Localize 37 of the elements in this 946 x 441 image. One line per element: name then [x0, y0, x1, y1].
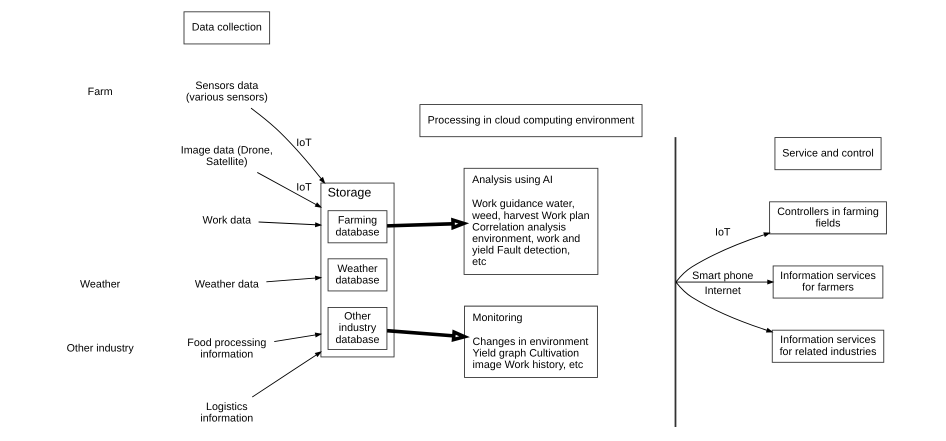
label: Weather	[80, 278, 120, 290]
node-text: Food processing information	[187, 336, 266, 361]
arrow	[676, 232, 771, 282]
node-box: Analysis using AI Work guidance water, weed, harvest Work plan Correlation analysis environment, work and yield Fault detection, etc	[464, 168, 598, 275]
node-bar	[674, 137, 676, 427]
arrow	[266, 276, 322, 282]
arrow	[676, 282, 774, 333]
edge-label: IoT	[296, 137, 312, 150]
node-box: Information services for farmers	[772, 266, 884, 299]
arrow	[256, 172, 322, 208]
node-box: Other industry database	[328, 307, 388, 350]
node-text: Logistics information	[200, 401, 254, 425]
arrow	[274, 332, 322, 342]
node-box: Service and control	[774, 137, 882, 170]
edge-label: IoT	[296, 182, 312, 194]
edge-label: IoT	[715, 226, 730, 238]
node-box: Monitoring Changes in environment Yield graph Cultivation image Work history, etc	[464, 306, 598, 378]
node-box: Controllers in farming fields	[769, 201, 887, 234]
arrow	[387, 218, 470, 230]
node-text: Work data	[202, 214, 252, 226]
node-box: Processing in cloud computing environment	[419, 104, 642, 138]
edge-label: Smart phone	[692, 270, 754, 282]
node-box: Weather database	[328, 258, 388, 292]
node-text: Image data (Drone, Satellite)	[180, 144, 273, 168]
arrow	[250, 108, 326, 184]
arrow	[252, 351, 322, 398]
node-text: Weather data	[194, 278, 259, 290]
node-box: Data collection	[184, 11, 270, 44]
node-box: Information services for related industries	[772, 330, 884, 363]
arrow	[386, 328, 470, 342]
label: Other industry	[66, 342, 134, 355]
node-text: Sensors data (various sensors)	[186, 80, 268, 104]
arrow	[258, 222, 322, 228]
edge-label: Internet	[704, 285, 741, 298]
label: Farm	[88, 86, 113, 98]
node-box: Farming database	[328, 210, 388, 244]
arrow	[676, 280, 774, 285]
